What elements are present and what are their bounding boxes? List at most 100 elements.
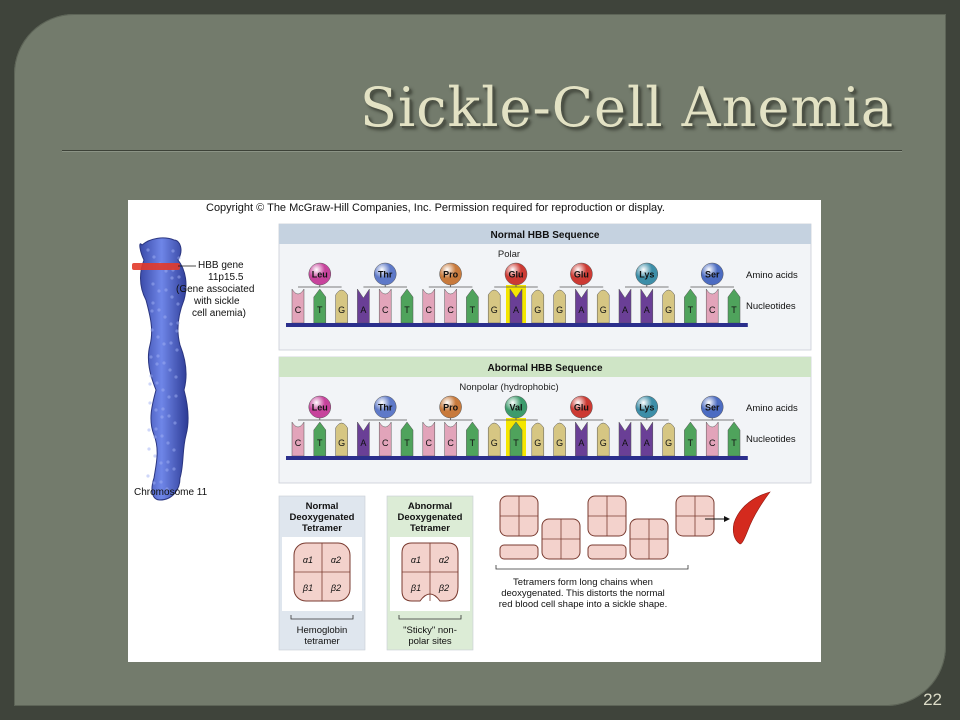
nucleotide-label: G [338,305,345,315]
nucleotide-label: T [688,438,694,448]
amino-acid-glu [570,262,593,286]
nucleotide-label: C [709,438,716,448]
amino-acid-label: Glu [574,270,589,280]
nucleotide-a [575,288,588,324]
nucleotide-label: G [534,438,541,448]
chain-bracket [495,565,689,570]
chromosome-texture [156,335,160,339]
chromosome-texture [154,427,158,431]
nucleotide-label: G [556,438,563,448]
amino-acid-glu [504,262,528,286]
chromosome-texture [167,414,171,418]
subunit-label: α1 [303,555,313,565]
nucleotide-c [378,421,392,457]
nucleotide-t [400,421,414,457]
amino-acid-label: Leu [312,270,328,280]
chromosome-texture [155,362,159,366]
nucleotide-label: A [622,438,628,448]
nucleotide-g [662,422,675,457]
chromosome-texture [147,428,151,432]
nucleotide-label: G [491,438,498,448]
chromosome-texture [165,487,169,491]
nucleotides-row-label: Nucleotides [746,434,796,445]
nucleotide-label: A [360,305,366,315]
chromosome-texture [172,448,176,452]
nucleotide-label: T [513,438,519,448]
chromosome-texture [177,256,181,260]
nucleotide-g [662,289,675,324]
nucleotide-c [291,288,305,324]
chain-caption: red blood cell shape into a sickle shape… [499,599,667,610]
chromosome-texture [160,434,164,438]
chromosome-texture [147,447,151,451]
nucleotide-label: C [295,305,302,315]
subunit-label: β1 [410,583,421,593]
nucleotide-t [727,421,741,457]
nucleotides-row-label: Nucleotides [746,301,796,312]
subunit-label: β1 [302,583,313,593]
chromosome-texture [152,255,156,259]
abnormal-panel-header [279,357,811,377]
nucleotide-t [466,421,479,457]
nucleotide-label: C [295,438,302,448]
nucleotide-a [575,421,588,457]
nucleotide-c [378,288,392,324]
nucleotide-a [357,288,370,324]
chromosome-texture [165,468,169,472]
tetramer-caption: "Sticky" non- [403,625,457,636]
chromosome-texture [161,388,165,392]
amino-acid-label: Lys [639,270,654,280]
nucleotide-label: T [731,438,737,448]
nucleotide-label: C [426,438,433,448]
chromosome-texture [168,368,172,372]
chromosome-body [139,237,189,501]
chromosome-texture [160,415,164,419]
nucleotide-t [684,421,697,457]
chromosome-texture [169,322,173,326]
normal-annotation: Polar [498,249,520,260]
nucleotide-label: T [470,438,476,448]
tetramer-caption: tetramer [304,636,339,647]
chromosome-texture [150,309,154,313]
nucleotide-c [422,421,436,457]
chromosome-texture [174,375,178,379]
nucleotide-c [705,288,719,324]
tetramer-title: Deoxygenated [290,512,355,523]
slide-number: 22 [923,690,942,709]
amino-acid-pro [439,262,462,286]
chromosome-texture [146,474,150,478]
slide-title: Sickle-Cell Anemia [360,76,895,139]
nucleotide-g [531,289,545,324]
nucleotide-label: G [665,305,672,315]
copyright-text: Copyright © The McGraw-Hill Companies, I… [206,202,665,214]
nucleotide-label: C [382,305,389,315]
nucleotide-label: A [622,305,628,315]
arrow-head [724,516,730,522]
chromosome-texture [177,275,181,279]
nucleotide-label: T [731,305,737,315]
chromosome-texture [164,269,168,273]
chromosome-texture [159,480,163,484]
nucleotide-c [291,421,305,457]
amino-acid-pro [439,395,462,419]
chromosome-texture [157,308,161,312]
nucleotide-label: A [578,305,584,315]
nucleotide-label: C [382,438,389,448]
amino-acid-label: Thr [378,270,393,280]
chromosome-texture [149,374,153,378]
chain-caption: deoxygenated. This distorts the normal [501,588,665,599]
chromosome-texture [153,435,157,439]
chromosome-texture [163,315,167,319]
nucleotide-a [618,421,632,457]
nucleotide-label: T [317,438,323,448]
amino-acid-ser [700,395,724,419]
nucleotide-t [313,288,327,324]
nucleotide-g [596,289,610,324]
nucleotide-c [444,288,457,324]
caption-bracket [290,615,354,620]
amino-acid-val [504,395,528,419]
chromosome-texture [159,461,163,465]
amino-acid-ser [700,262,724,286]
